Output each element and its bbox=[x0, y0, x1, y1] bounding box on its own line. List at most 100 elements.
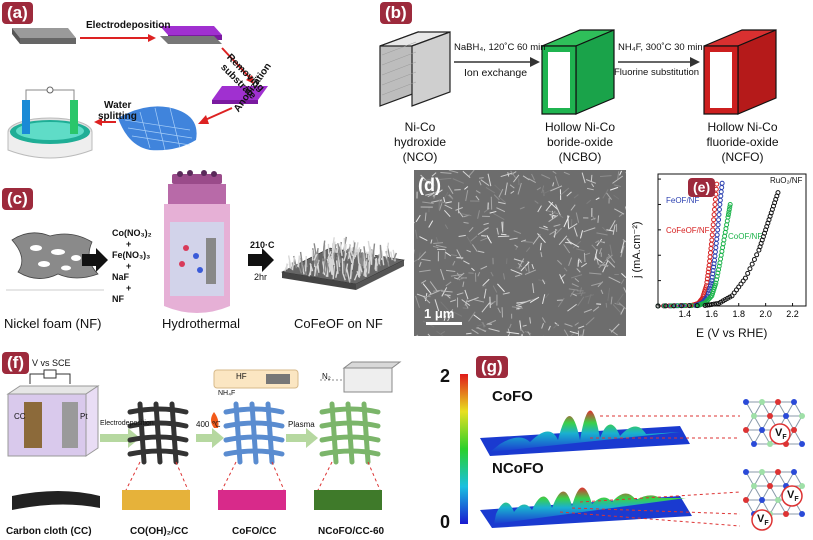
panel-tag-e: (e) bbox=[688, 178, 716, 197]
data-point bbox=[713, 240, 719, 246]
nanosheet bbox=[348, 243, 354, 257]
sem-flake bbox=[557, 297, 565, 308]
sem-flake bbox=[615, 293, 624, 305]
nanosheet bbox=[378, 258, 381, 265]
sem-flake bbox=[421, 258, 431, 262]
sem-flake bbox=[563, 244, 571, 254]
data-point bbox=[708, 241, 714, 247]
data-point bbox=[708, 245, 714, 251]
sem-flake bbox=[548, 214, 559, 223]
sem-flake bbox=[587, 293, 592, 304]
sem-flake bbox=[543, 187, 556, 195]
sem-flake bbox=[419, 269, 431, 273]
sem-flake bbox=[485, 186, 495, 194]
sem-flake bbox=[524, 266, 528, 272]
sem-flake bbox=[452, 178, 464, 184]
data-point bbox=[707, 283, 713, 289]
data-point bbox=[709, 301, 715, 307]
sem-flake bbox=[563, 329, 569, 336]
sem-flake bbox=[415, 214, 421, 223]
lattice-atom bbox=[799, 441, 805, 447]
sem-flake bbox=[552, 170, 557, 174]
sem-flake bbox=[445, 281, 452, 287]
panel-tag-g: (g) bbox=[476, 356, 508, 378]
data-point bbox=[710, 227, 716, 233]
sem-flake bbox=[595, 240, 600, 244]
sem-flake bbox=[522, 324, 527, 327]
sem-flake bbox=[602, 189, 609, 199]
data-point bbox=[713, 280, 719, 286]
sem-flake bbox=[617, 171, 620, 180]
sem-flake bbox=[538, 279, 547, 283]
sem-flake bbox=[463, 260, 470, 265]
sem-flake bbox=[471, 329, 479, 335]
lattice-atom bbox=[783, 511, 789, 517]
sem-flake bbox=[545, 293, 550, 299]
substrate-front bbox=[20, 38, 76, 44]
sem-flake bbox=[577, 325, 585, 329]
sem-flake bbox=[444, 224, 449, 230]
sem-flake bbox=[461, 299, 471, 306]
sem-flake bbox=[470, 235, 478, 242]
sem-flake bbox=[452, 311, 463, 317]
sem-flake bbox=[467, 296, 479, 303]
nanosheet bbox=[343, 261, 347, 277]
sem-flake bbox=[607, 287, 611, 301]
sem-flake bbox=[527, 331, 531, 336]
scale-bar bbox=[426, 322, 462, 325]
data-point bbox=[668, 303, 674, 309]
sem-flake bbox=[546, 210, 559, 215]
sem-flake bbox=[522, 175, 530, 181]
lattice-atom bbox=[751, 413, 757, 419]
sem-flake bbox=[537, 205, 542, 213]
sem-flake bbox=[444, 204, 453, 210]
sem-flake bbox=[532, 234, 541, 245]
nanosheet bbox=[317, 265, 320, 273]
sem-flake bbox=[613, 184, 622, 188]
nanosheet bbox=[346, 268, 351, 283]
sem-flake bbox=[429, 281, 439, 293]
nanosheet bbox=[390, 251, 393, 261]
nanosheet bbox=[328, 255, 332, 265]
data-point bbox=[671, 303, 677, 309]
sem-flake bbox=[468, 311, 476, 322]
sem-flake bbox=[500, 172, 513, 178]
data-point bbox=[712, 196, 718, 202]
sem-flake bbox=[434, 299, 440, 312]
sem-flake bbox=[528, 178, 536, 184]
data-point bbox=[708, 280, 714, 286]
sem-flake bbox=[531, 263, 535, 270]
sem-flake bbox=[487, 173, 492, 187]
sem-flake bbox=[570, 204, 576, 211]
sem-flake bbox=[447, 185, 454, 194]
data-point bbox=[726, 209, 732, 215]
data-point bbox=[714, 273, 720, 279]
sem-flake bbox=[425, 193, 433, 196]
sem-flake bbox=[595, 257, 603, 264]
sem-flake bbox=[477, 227, 489, 236]
sem-flake bbox=[468, 226, 474, 233]
sem-flake bbox=[480, 265, 488, 270]
nanosheet bbox=[367, 257, 372, 274]
data-point bbox=[707, 254, 713, 260]
sem-flake bbox=[542, 294, 546, 304]
sem-flake bbox=[606, 229, 614, 232]
data-point bbox=[725, 212, 731, 218]
data-point bbox=[716, 217, 722, 223]
sem-flake bbox=[623, 287, 626, 294]
sem-flake bbox=[620, 240, 625, 254]
sem-flake bbox=[466, 249, 472, 253]
sem-flake bbox=[511, 306, 523, 309]
vf-label-3: VF bbox=[757, 513, 769, 528]
sem-flake bbox=[483, 288, 487, 299]
vf-label-2: VF bbox=[787, 489, 799, 504]
data-point bbox=[709, 237, 715, 243]
sem-flake bbox=[440, 290, 453, 293]
sem-flake bbox=[445, 269, 456, 272]
sem-flake bbox=[515, 274, 521, 277]
lattice-atom bbox=[759, 469, 765, 475]
panel-tag-c: (c) bbox=[2, 188, 33, 210]
caption-cooh2: CO(OH)₂/CC bbox=[130, 526, 189, 537]
sem-flake bbox=[483, 222, 489, 226]
